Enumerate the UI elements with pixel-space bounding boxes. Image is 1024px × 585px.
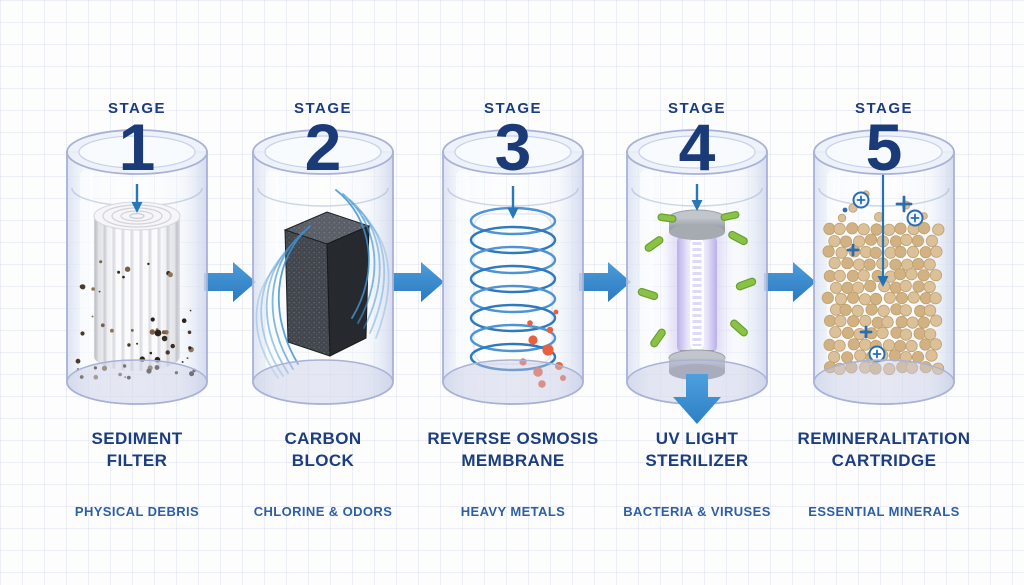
adsorption-flow-lines [255, 189, 390, 379]
stage-column-5: STAGE 5 [798, 100, 971, 540]
stage-subtitle: BACTERIA & VIRUSES [623, 504, 771, 519]
arrow-right-icon [579, 262, 631, 302]
sediment-filter-illustration [66, 129, 208, 405]
stage-column-3: STAGE 3 [427, 100, 598, 540]
arrow-down-icon [877, 174, 889, 287]
stage-subtitle: HEAVY METALS [460, 504, 566, 519]
stage-number: 4 [678, 110, 716, 184]
stage-subtitle: ESSENTIAL MINERALS [808, 504, 960, 519]
carbon-block-cube [283, 211, 371, 357]
spiral-membrane-coil [469, 206, 557, 372]
stage-word: STAGE [293, 100, 353, 117]
arrow-down-icon [691, 184, 703, 211]
carbon-block-illustration [252, 129, 394, 405]
stage-title: CARBON BLOCK [284, 429, 362, 471]
stage-subtitle: PHYSICAL DEBRIS [74, 504, 200, 519]
stage-column-4: STAGE 4 [612, 100, 782, 540]
stage-title: REMINERALITATION CARTRIDGE [797, 429, 971, 471]
stage-word: STAGE [483, 100, 543, 117]
stage-column-2: STAGE 2 [238, 100, 408, 540]
bacteria-icons [637, 210, 757, 348]
stage-number: 2 [304, 110, 342, 184]
stage-column-1: STAGE 1 [52, 100, 222, 540]
stage-number: 1 [118, 110, 156, 184]
uv-lamp-tube [668, 209, 726, 380]
uv-lamp-illustration [626, 129, 768, 424]
stage-subtitle: CHLORINE & ODORS [253, 504, 393, 519]
mineral-beads-illustration [813, 129, 955, 405]
stage-word: STAGE [107, 100, 167, 117]
rejected-contaminant-dots [519, 309, 566, 388]
arrow-right-icon [764, 262, 816, 302]
stage-word: STAGE [854, 100, 914, 117]
arrow-down-icon [507, 186, 519, 219]
output-arrow-down-icon [673, 374, 721, 424]
arrow-right-icon [392, 262, 444, 302]
spiral-membrane-illustration [442, 129, 584, 405]
mineral-symbols [842, 191, 924, 363]
stage-title: UV LIGHT STERILIZER [645, 429, 749, 471]
arrow-right-icon [204, 262, 256, 302]
arrow-down-icon [131, 184, 143, 213]
stage-number: 5 [865, 110, 903, 184]
stage-number: 3 [494, 110, 532, 184]
stage-title: REVERSE OSMOSIS MEMBRANE [427, 429, 599, 471]
pleated-filter-cartridge [75, 201, 196, 380]
stage-word: STAGE [667, 100, 727, 117]
stage-title: SEDIMENT FILTER [91, 429, 183, 471]
